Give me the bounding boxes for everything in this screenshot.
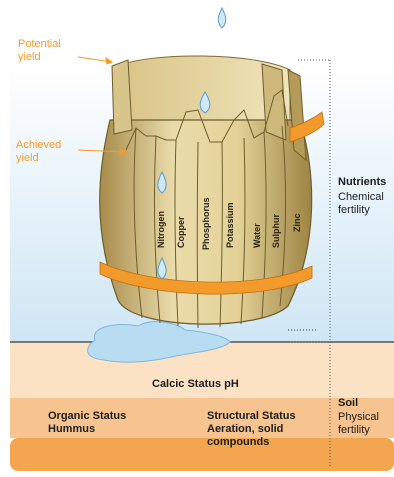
soil-layer-bottom xyxy=(10,438,394,471)
stave-label-copper: Copper xyxy=(176,217,186,249)
stave-label-water: Water xyxy=(252,223,262,248)
calcic-status-label: Calcic Status pH xyxy=(152,378,239,391)
stave-label-nitrogen: Nitrogen xyxy=(156,211,166,248)
barrel xyxy=(100,56,324,328)
organic-status-label: Organic Status Hummus xyxy=(48,410,126,436)
stave-label-zinc: Zinc xyxy=(292,213,302,232)
nutrients-title: Nutrients xyxy=(338,176,386,189)
water-drop-top xyxy=(218,8,226,28)
stave-label-sulphur: Sulphur xyxy=(271,214,281,248)
soil-subtitle: Physical fertility xyxy=(338,411,379,437)
stave-label-potassium: Potassium xyxy=(225,202,235,248)
soil-title: Soil xyxy=(338,397,358,410)
potential-yield-label: Potential yield xyxy=(18,38,61,64)
nutrients-subtitle: Chemical fertility xyxy=(338,191,384,217)
structural-status-label: Structural Status Aeration, solid compou… xyxy=(207,410,296,450)
stave-label-phosphorus: Phosphorus xyxy=(201,197,211,250)
achieved-yield-label: Achieved yield xyxy=(16,139,61,165)
stave-back-left xyxy=(112,60,132,134)
